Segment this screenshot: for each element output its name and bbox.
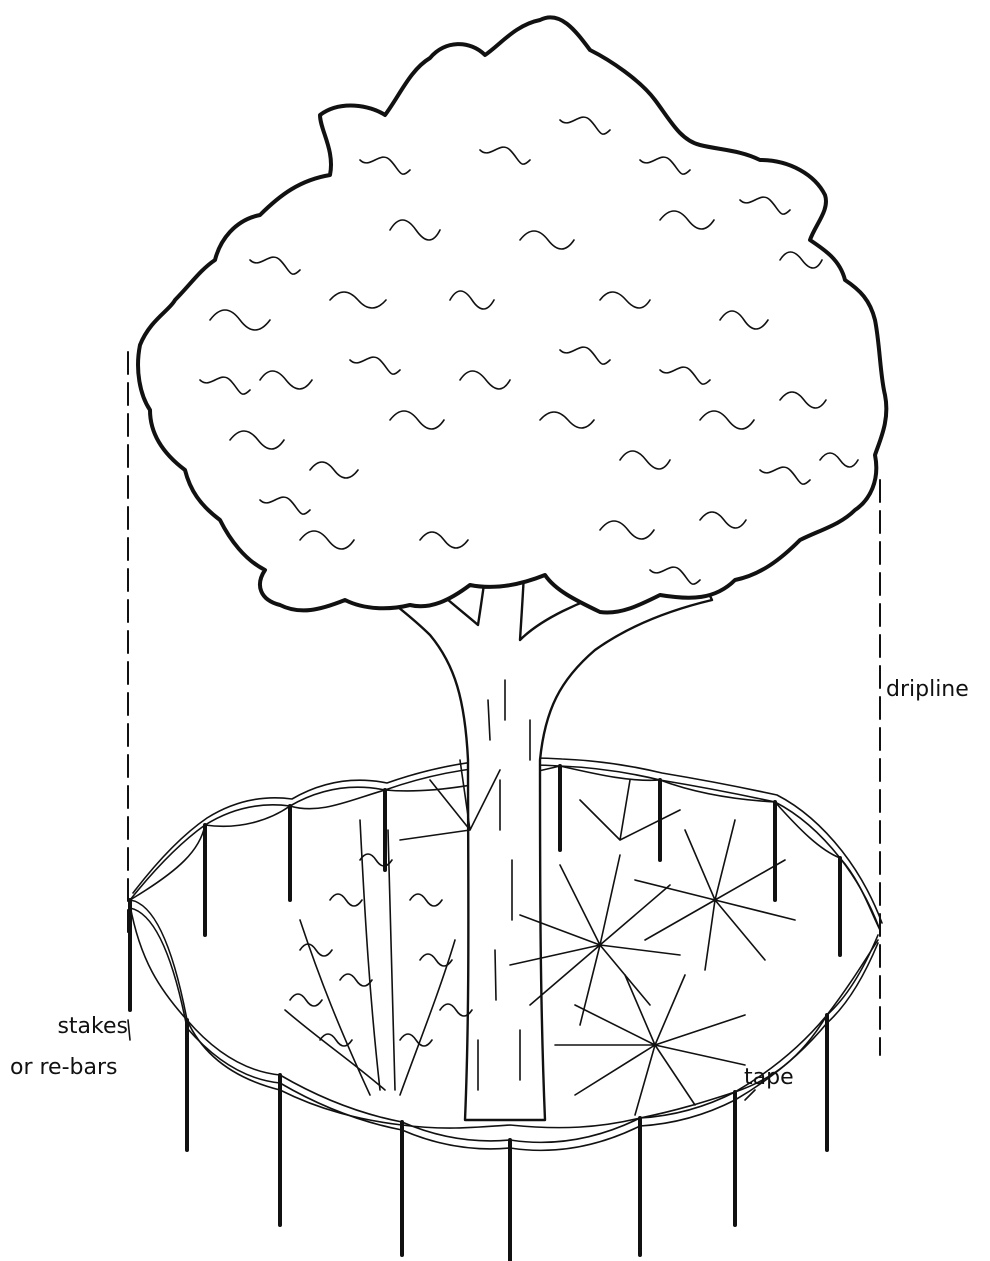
tree-canopy (138, 17, 886, 612)
stakes-label: stakes (28, 1013, 128, 1041)
stakes-leader (128, 1020, 130, 1040)
dripline-label: dripline (886, 676, 969, 704)
rebars-label: or re-bars (10, 1054, 118, 1082)
leafy-shrub (285, 820, 472, 1095)
tape-label: tape (744, 1064, 794, 1092)
spiky-shrubs (400, 760, 795, 1115)
